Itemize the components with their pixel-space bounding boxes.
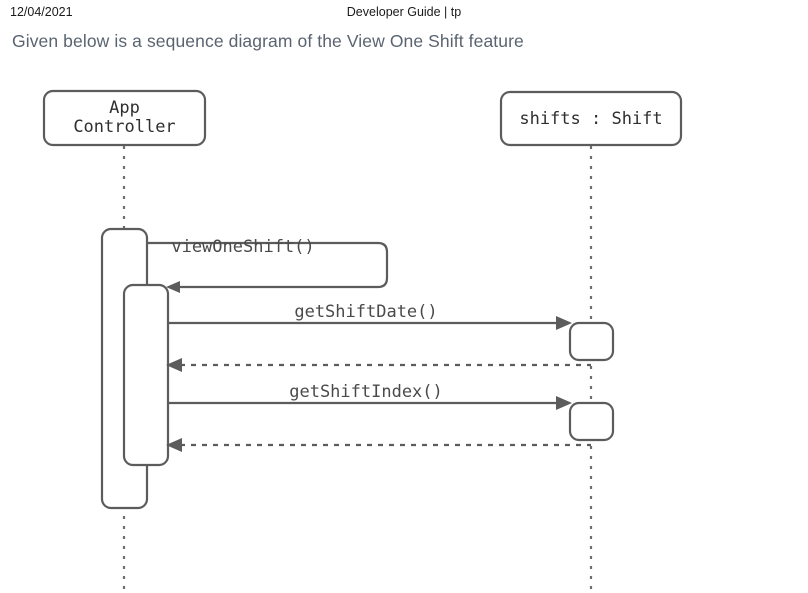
message-arrowhead-get-shift-index bbox=[556, 396, 572, 410]
message-label-get-shift-date: getShiftDate() bbox=[294, 302, 437, 322]
participant-label-shifts-shift: shifts : Shift bbox=[519, 109, 662, 129]
page-header: 12/04/2021 Developer Guide | tp bbox=[0, 0, 808, 28]
participant-box-app-controller bbox=[42, 89, 207, 147]
header-document-title: Developer Guide | tp bbox=[346, 5, 462, 19]
return-arrowhead-get-shift-date bbox=[166, 358, 182, 372]
participant-label-app-controller-line2: Controller bbox=[73, 117, 175, 137]
intro-paragraph: Given below is a sequence diagram of the… bbox=[12, 31, 524, 51]
self-call-path-view-one-shift bbox=[147, 241, 389, 289]
activation-bar-inner-app-controller bbox=[122, 283, 170, 467]
activation-box-shifts-get-shift-date bbox=[568, 321, 615, 362]
header-date: 12/04/2021 bbox=[10, 5, 73, 19]
message-label-view-one-shift: viewOneShift() bbox=[171, 237, 314, 257]
message-arrowhead-get-shift-date bbox=[556, 316, 572, 330]
activation-box-shifts-get-shift-index bbox=[568, 401, 615, 442]
participant-box-shifts-shift bbox=[499, 90, 683, 147]
message-label-get-shift-index: getShiftIndex() bbox=[289, 382, 443, 402]
participant-label-app-controller-line1: App bbox=[109, 98, 140, 118]
self-call-arrowhead-view-one-shift bbox=[166, 281, 180, 293]
return-arrowhead-get-shift-index bbox=[166, 438, 182, 452]
